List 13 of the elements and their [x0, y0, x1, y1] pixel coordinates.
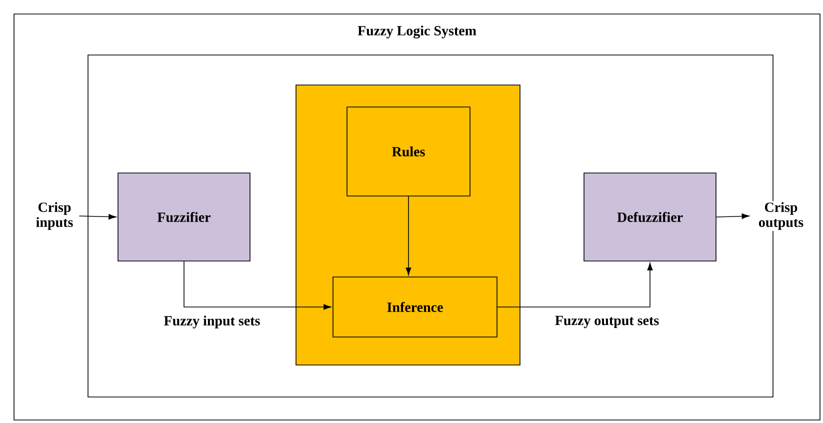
- arrow: [716, 214, 750, 219]
- edge-label: Fuzzy input sets: [162, 314, 262, 330]
- process-box: Fuzzifier: [118, 172, 250, 262]
- process-box: Inference: [332, 276, 498, 338]
- edge-label: Fuzzy output sets: [554, 314, 660, 330]
- arrow: [497, 262, 653, 308]
- process-box: Rules: [346, 106, 470, 196]
- input-label: Crisp inputs: [30, 201, 79, 231]
- output-label: Crisp outputs: [751, 201, 811, 231]
- arrow: [406, 196, 412, 276]
- process-box: Defuzzifier: [584, 172, 716, 262]
- arrow: [184, 261, 332, 310]
- arrow: [78, 214, 116, 220]
